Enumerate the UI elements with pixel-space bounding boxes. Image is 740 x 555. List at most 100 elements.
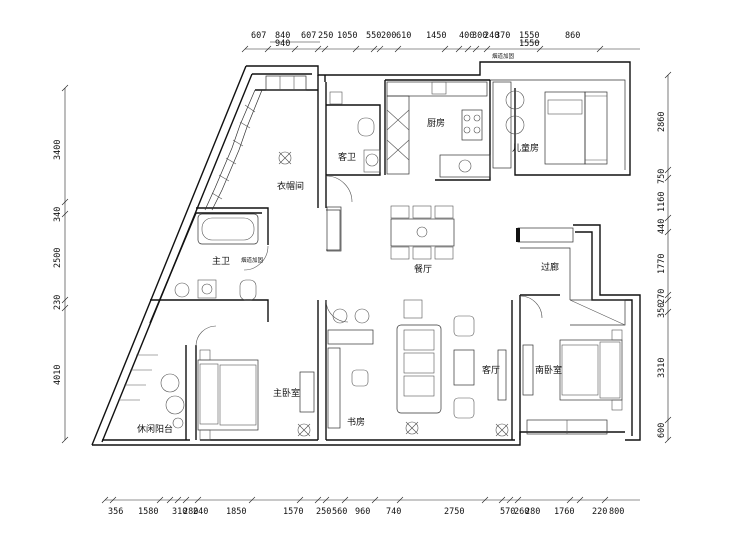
master-bedroom-plant-icon bbox=[297, 423, 311, 437]
dim-right-6: 350 bbox=[657, 303, 667, 318]
dim-bottom-5: 1850 bbox=[226, 507, 246, 517]
dim-bottom-13: 260 bbox=[514, 507, 529, 517]
label-guest-bath: 客卫 bbox=[338, 151, 356, 163]
dimension-tick bbox=[241, 45, 249, 53]
bottom-dimension-line bbox=[101, 496, 640, 504]
right-dimension-line bbox=[664, 71, 672, 444]
dim-bottom-6: 1570 bbox=[283, 507, 303, 517]
dimension-tick bbox=[296, 496, 304, 504]
dim-bottom-9: 960 bbox=[355, 507, 370, 517]
dim-bottom-2: 310 bbox=[172, 507, 187, 517]
dim-top-0: 607 bbox=[251, 31, 266, 41]
dimension-tick bbox=[483, 45, 491, 53]
dim-bottom-3: 280 bbox=[183, 507, 198, 517]
dim-bottom-16: 220 bbox=[592, 507, 607, 517]
dim-right-2: 1160 bbox=[657, 192, 667, 212]
dimension-tick bbox=[498, 496, 506, 504]
dim-right-3: 440 bbox=[657, 219, 667, 234]
dimension-tick bbox=[664, 214, 672, 222]
dim-top-6: 200 bbox=[381, 31, 396, 41]
dimension-tick bbox=[376, 45, 384, 53]
label-dining: 餐厅 bbox=[414, 263, 432, 275]
dim-top2-1: 1550 bbox=[519, 39, 539, 49]
dimension-tick bbox=[664, 166, 672, 174]
dim-top-13: 1550 bbox=[519, 31, 539, 41]
dimension-tick bbox=[291, 45, 299, 53]
living-room-furniture bbox=[396, 299, 507, 419]
dimension-tick bbox=[664, 436, 672, 444]
dimension-tick bbox=[314, 496, 322, 504]
label-master-bath: 主卫 bbox=[212, 255, 230, 267]
dim-left-1: 340 bbox=[53, 207, 63, 222]
dimension-tick bbox=[455, 45, 463, 53]
dim-bottom-17: 800 bbox=[609, 507, 624, 517]
dim-top-12: 370 bbox=[495, 31, 510, 41]
label-corridor: 过廊 bbox=[541, 261, 559, 273]
dimension-tick bbox=[664, 291, 672, 299]
living-plant-icon bbox=[495, 423, 509, 437]
dimension-tick bbox=[536, 45, 544, 53]
dim-top-2: 607 bbox=[301, 31, 316, 41]
label-south-bedroom: 南卧室 bbox=[535, 364, 562, 376]
dimension-tick bbox=[664, 174, 672, 182]
guest-bath-fixtures bbox=[329, 91, 381, 173]
south-bedroom-furniture bbox=[522, 329, 623, 435]
closet-shelving bbox=[204, 75, 307, 211]
dimension-tick bbox=[576, 496, 584, 504]
right-dimension-texts: 2860 750 1160 440 1770 270 350 3310 600 bbox=[657, 112, 667, 438]
dim-left-0: 3400 bbox=[53, 140, 63, 160]
study-plant-icon bbox=[405, 421, 419, 435]
dimension-tick bbox=[264, 45, 272, 53]
dimension-tick bbox=[61, 304, 69, 312]
dimension-tick bbox=[156, 496, 164, 504]
left-dimension-texts: 3400 340 2500 230 4010 bbox=[53, 140, 63, 385]
dimension-tick bbox=[101, 496, 109, 504]
dimension-tick bbox=[664, 308, 672, 316]
dim-bottom-4: 240 bbox=[193, 507, 208, 517]
dimension-tick bbox=[481, 496, 489, 504]
dimension-tick bbox=[109, 496, 117, 504]
study-furniture bbox=[327, 308, 374, 429]
dim-right-1: 750 bbox=[657, 169, 667, 184]
exterior-walls bbox=[91, 61, 641, 446]
dim-top-9: 400 bbox=[459, 31, 474, 41]
note-flue-mid: 烟道加固 bbox=[241, 256, 264, 264]
dimension-tick bbox=[601, 496, 609, 504]
dim-right-8: 600 bbox=[657, 423, 667, 438]
label-leisure-balcony: 休闲阳台 bbox=[137, 423, 173, 435]
left-dimension-line bbox=[61, 84, 69, 444]
dimension-tick bbox=[194, 496, 202, 504]
dimension-tick bbox=[664, 296, 672, 304]
dim-left-2: 2500 bbox=[53, 248, 63, 268]
dim-top-7: 610 bbox=[396, 31, 411, 41]
dimension-tick bbox=[61, 436, 69, 444]
dim-right-5: 270 bbox=[657, 289, 667, 304]
dimension-tick bbox=[352, 45, 360, 53]
dim-right-0: 2860 bbox=[657, 112, 667, 132]
dim-left-3: 230 bbox=[53, 295, 63, 310]
dim-bottom-0: 356 bbox=[108, 507, 123, 517]
dim-bottom-10: 740 bbox=[386, 507, 401, 517]
dimension-tick bbox=[371, 496, 379, 504]
dim-bottom-15: 1760 bbox=[554, 507, 574, 517]
dining-table bbox=[390, 205, 455, 260]
dim-top2-0: 940 bbox=[275, 39, 290, 49]
top-dimension-lines bbox=[241, 41, 640, 53]
dim-right-4: 1770 bbox=[657, 254, 667, 274]
room-labels: 衣帽间 客卫 厨房 儿童房 餐厅 主卫 过廊 主卧室 书房 客厅 南卧室 休闲阳… bbox=[137, 52, 562, 435]
dim-top-5: 550 bbox=[366, 31, 381, 41]
dim-top-1: 840 bbox=[275, 31, 290, 41]
label-closet: 衣帽间 bbox=[277, 180, 304, 192]
dim-bottom-7: 250 bbox=[316, 507, 331, 517]
dim-left-4: 4010 bbox=[53, 365, 63, 385]
dimension-tick bbox=[566, 496, 574, 504]
dimension-tick bbox=[61, 296, 69, 304]
dimension-tick bbox=[514, 496, 522, 504]
dimension-tick bbox=[370, 45, 378, 53]
dim-bottom-1: 1580 bbox=[138, 507, 158, 517]
dimension-tick bbox=[322, 496, 330, 504]
label-living: 客厅 bbox=[482, 364, 500, 376]
dimension-tick bbox=[664, 228, 672, 236]
dimension-tick bbox=[596, 45, 604, 53]
